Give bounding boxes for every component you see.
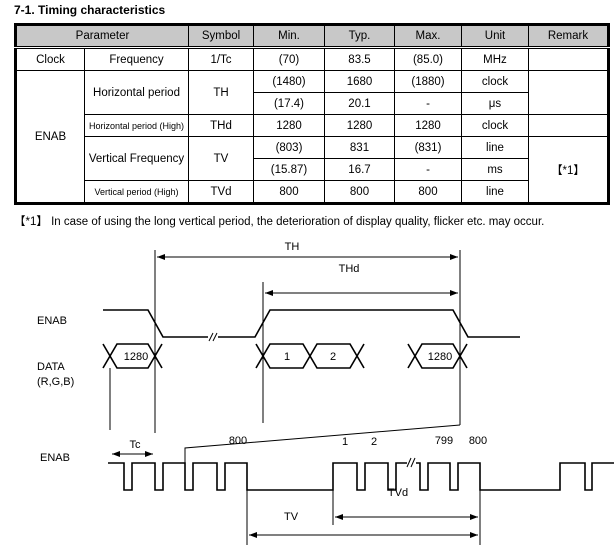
break-icon <box>410 457 416 468</box>
rgb-label: (R,G,B) <box>37 376 74 388</box>
data-eye <box>407 343 468 369</box>
remark-cell: 【*1】 <box>528 136 609 204</box>
enab-lower-label: ENAB <box>40 452 70 464</box>
header-remark: Remark <box>528 24 609 49</box>
header-unit: Unit <box>461 24 529 49</box>
cell <box>528 47 609 71</box>
cell: Frequency <box>84 47 189 71</box>
cell: 1/Tc <box>188 47 254 71</box>
cell: (1480) <box>253 70 325 93</box>
header-max: Max. <box>394 24 462 49</box>
cell: 16.7 <box>324 158 395 181</box>
table-header: Parameter Symbol Min. Typ. Max. Unit Rem… <box>15 24 609 49</box>
cell: (70) <box>253 47 325 71</box>
line-1-label: 1 <box>342 436 348 448</box>
cell: clock <box>461 70 529 93</box>
enab-waveform <box>103 309 208 338</box>
cell: Vertical Frequency <box>84 136 189 181</box>
data-1-label: 1 <box>284 351 290 363</box>
table-row: Clock Frequency 1/Tc (70) 83.5 (85.0) MH… <box>15 47 609 71</box>
enab-lower-waveform <box>108 462 407 491</box>
break-icon <box>212 332 218 342</box>
timing-table: Parameter Symbol Min. Typ. Max. Unit Rem… <box>14 23 610 205</box>
cell: TVd <box>188 180 254 204</box>
table-row: Horizontal period (High) THd 1280 1280 1… <box>16 114 609 137</box>
cell: ms <box>461 158 529 181</box>
table-row: (15.87) 16.7 - ms <box>16 158 609 181</box>
break-icon <box>208 332 214 342</box>
cell: 1280 <box>394 114 462 137</box>
cell: 83.5 <box>324 47 395 71</box>
data-2-label: 2 <box>330 351 336 363</box>
th-label: TH <box>285 241 300 253</box>
line-2-label: 2 <box>371 436 377 448</box>
data-eye <box>102 343 163 369</box>
table-row: Vertical period (High) TVd 800 800 800 l… <box>16 180 609 204</box>
cell: (803) <box>253 136 325 159</box>
break-icon <box>406 457 412 468</box>
cell: Vertical period (High) <box>84 180 189 204</box>
cell: line <box>461 180 529 204</box>
section-title: 7-1. Timing characteristics <box>14 3 166 17</box>
footnote: 【*1】 In case of using the long vertical … <box>14 216 545 228</box>
table-row: ENAB Horizontal period TH (1480) 1680 (1… <box>15 70 609 204</box>
header-symbol: Symbol <box>188 24 254 49</box>
enab-waveform <box>218 309 520 338</box>
tv-label: TV <box>284 511 299 523</box>
enab-label: ENAB <box>37 315 67 327</box>
line-800-label: 800 <box>469 435 487 447</box>
enab-lower-waveform <box>416 462 614 491</box>
tvd-label: TVd <box>388 487 408 499</box>
data-eye <box>255 343 365 369</box>
line-799-label: 799 <box>435 435 453 447</box>
cell: 800 <box>324 180 395 204</box>
data-1280-label: 1280 <box>428 351 452 363</box>
cell: ENAB <box>15 70 85 204</box>
data-1280-label: 1280 <box>124 351 148 363</box>
cell: (1880) <box>394 70 462 93</box>
header-typ: Typ. <box>324 24 395 49</box>
header-min: Min. <box>253 24 325 49</box>
thd-label: THd <box>339 263 360 275</box>
zoom-line <box>184 424 461 463</box>
tc-label: Tc <box>130 439 142 451</box>
cell: 800 <box>394 180 462 204</box>
cell: 1280 <box>324 114 395 137</box>
line-800-label: 800 <box>229 435 247 447</box>
data-label: DATA <box>37 361 65 373</box>
table-row: (17.4) 20.1 - μs <box>16 92 609 115</box>
